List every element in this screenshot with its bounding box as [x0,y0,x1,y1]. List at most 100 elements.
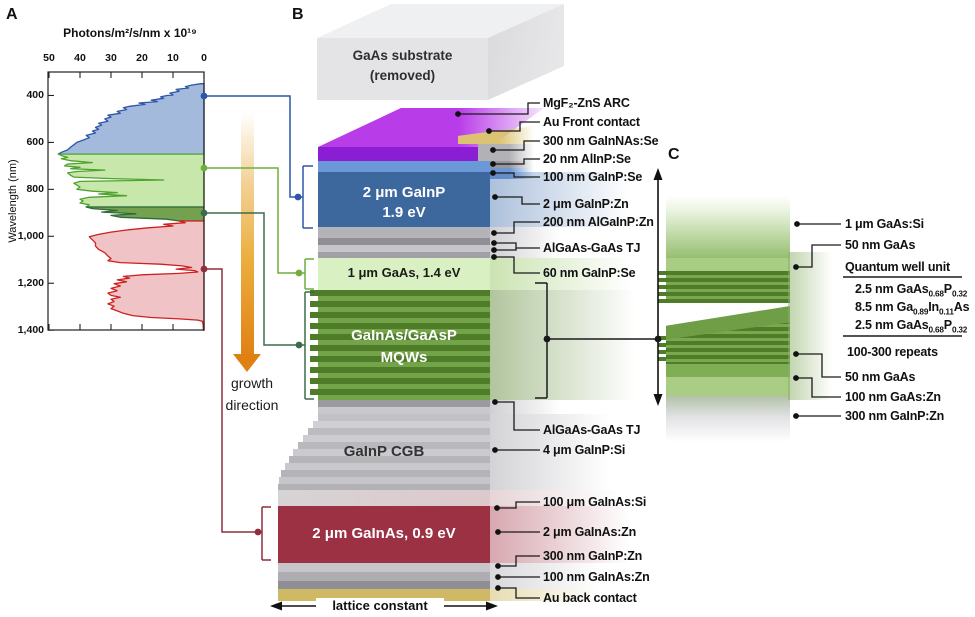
label-gainp-zn-300: 300 nm GaInP:Zn [543,549,643,563]
label-gaas-si: 1 μm GaAs:Si [845,217,924,231]
lattice-constant-label: lattice constant [316,598,444,613]
cgb-step [308,428,490,435]
spectrum-axis-title: Photons/m²/s/nm x 10¹⁹ [63,26,197,40]
connector-qw-zoom-dot [654,335,662,343]
x-tick-label: 10 [167,52,179,64]
label-au-back-dot [495,585,501,591]
label-qw-barrier-bottom: 2.5 nm GaAs0.68P0.32 [855,317,968,335]
y-tick-label: 1,400 [17,324,44,337]
spectrum-axis-box [47,71,205,331]
spectrum-band-1 [57,153,205,208]
label-qw-unit: Quantum well unit [845,260,950,274]
c-teeth-top [658,271,666,303]
qw-span-arrow [653,168,663,406]
tj-upper-layer-b [318,245,490,252]
label-au-front: Au Front contact [543,115,640,129]
connector-gaas-bracket [304,258,314,290]
growth-arrow-head [233,354,261,372]
label-tj-upper-leader2 [494,248,517,251]
cgb-step [313,421,490,428]
label-gaas-50-bottom-leader [796,353,841,378]
substrate-front-face [317,38,488,100]
x-tick-label: 40 [74,52,86,64]
label-tj-upper-leader [494,242,540,249]
label-gaas-50-bottom: 50 nm GaAs [845,370,916,384]
label-gainnas-dot [490,147,496,153]
c-gaas-zn-band [666,377,790,396]
c-teeth-bottom [658,336,666,364]
label-gainas-zn-100: 100 nm GaInAs:Zn [543,570,650,584]
fade-bottom-strips [490,563,600,589]
label-alinp: 20 nm AlInP:Se [543,152,631,166]
fade-mqw [490,290,635,400]
connector-gaas [204,167,305,274]
gainp-subcell-block [318,172,490,227]
label-arc-leader [458,102,540,115]
gaas-block-label: 1 μm GaAs, 1.4 eV [347,265,461,280]
label-gainas-si-dot [494,505,500,511]
label-gainnas: 300 nm GaInNAs:Se [543,134,659,148]
connector-gainp-dot [200,92,208,100]
connector-gainp-bracket [302,165,313,229]
x-tick-label: 50 [43,52,55,64]
label-gainp-se: 100 nm GaInP:Se [543,170,643,184]
label-arc: MgF₂-ZnS ARC [543,96,630,110]
y-tick-label: 800 [26,183,44,196]
c-gaas-si-gradient [666,196,790,258]
fade-cgb [490,414,610,490]
fade-gaas [490,258,630,290]
label-qw-barrier-top: 2.5 nm GaAs0.68P0.32 [855,281,968,299]
y-tick-label: 400 [26,89,44,102]
label-gainp-se-dot [490,170,496,176]
gaas-subcell-block [318,258,490,290]
mqw-teeth [310,290,318,400]
gainp-block-label-1: 2 μm GaInP [362,184,446,201]
cgb-step [318,414,490,421]
tj-lower-layer-a [318,400,490,407]
gainp-se-60-layer [318,252,490,258]
label-tj-lower: AlGaAs-GaAs TJ [543,423,641,437]
label-gainp-zn-300-leader [498,555,540,567]
panel-a-letter: A [6,6,18,23]
cgb-step [279,477,490,484]
y-tick-label: 1,000 [17,230,44,243]
label-au-front-leader [489,121,540,132]
label-gainp-si-dot [492,447,498,453]
substrate-label-2: (removed) [369,68,436,83]
arc-front-face [318,147,490,161]
label-qw-well: 8.5 nm Ga0.89In0.11As [855,299,970,317]
gainas-block-label: 2 μm GaInAs, 0.9 eV [312,525,456,542]
label-alinp-dot [490,161,496,167]
cgb-step [289,456,490,463]
connector-gainas-dot [254,528,262,536]
label-gainp-zn-c-dot [793,413,799,419]
c-gaas-band-top [666,258,790,271]
growth-direction-label-1: growth [230,375,274,391]
label-gaas-zn-dot [793,375,799,381]
connector-gainp [204,95,303,198]
panel-b-letter: B [292,6,304,23]
connector-gainas-bracket [261,506,271,561]
label-gainp-zn-dot [492,194,498,200]
label-tj-upper: AlGaAs-GaAs TJ [543,241,641,255]
label-gaas-50-bottom-dot [793,351,799,357]
growth-arrow-shaft [241,112,254,354]
cgb-step [281,470,490,477]
label-gainas-zn-dot [495,529,501,535]
connector-qw-zoom-dot [543,335,551,343]
label-repeats: 100-300 repeats [847,345,938,359]
mqw-block-label-2: MQWs [380,349,428,366]
label-gainp-se-60-leader [494,256,540,274]
panel-c-letter: C [668,146,680,163]
label-gainp-se-60-dot [491,254,497,260]
label-gaas-zn: 100 nm GaAs:Zn [845,390,941,404]
buffer-dark-layer [278,581,490,589]
cgb-step [298,442,490,449]
connector-gainas [204,268,262,533]
connector-mqw-dot [200,209,208,217]
label-gainp-se-leader [493,172,540,178]
label-gainp-se-60: 60 nm GaInP:Se [543,266,636,280]
y-tick-label: 1,200 [17,277,44,290]
cgb-label: GaInP CGB [343,443,425,460]
